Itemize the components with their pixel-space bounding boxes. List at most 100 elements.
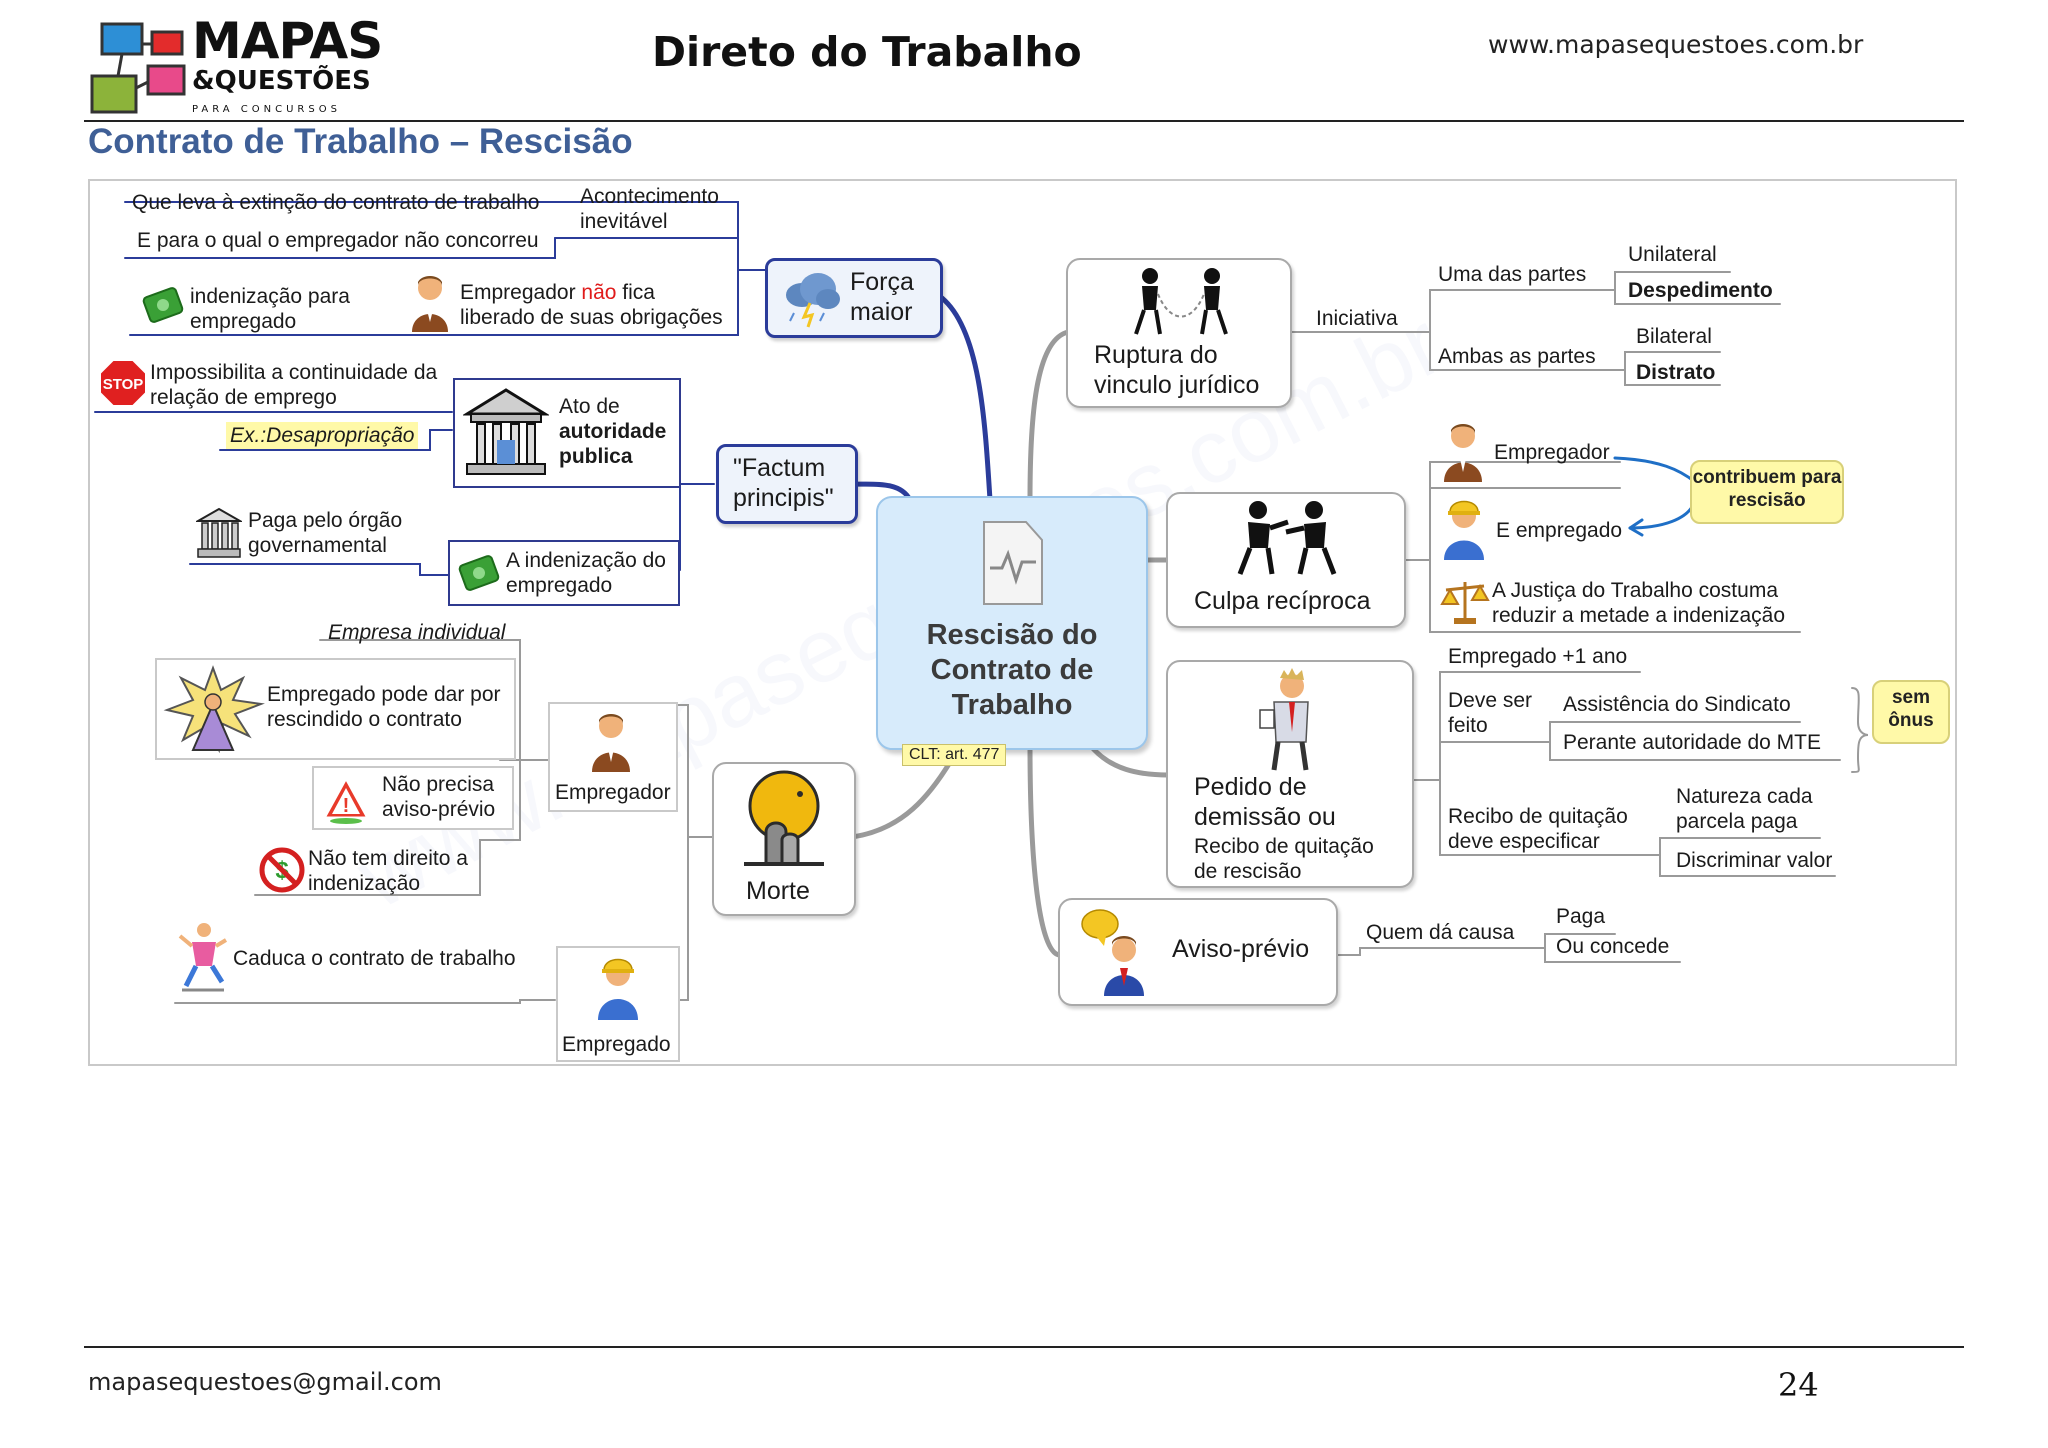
building-icon xyxy=(463,388,549,475)
indenizacao-label: indenização para empregado xyxy=(190,285,350,333)
logo-subtext: &QUESTÕES xyxy=(192,66,371,96)
footer-divider xyxy=(84,1346,1964,1348)
ruptura-node[interactable]: Ruptura do vinculo jurídico xyxy=(1066,258,1292,408)
uma-das-partes-label: Uma das partes xyxy=(1438,263,1587,286)
businessman-icon xyxy=(592,714,630,772)
empregador-morte-box: Empregador xyxy=(548,702,678,812)
clt-tag: CLT: art. 477 xyxy=(902,744,1007,766)
empregador-obrig-label-2: liberado de suas obrigações xyxy=(460,306,723,329)
indenizacao-emp-label: A indenização do empregado xyxy=(506,549,666,597)
nao-concorreu-label: E para o qual o empregador não concorreu xyxy=(137,229,539,252)
paga-orgao-label: Paga pelo órgão governamental xyxy=(248,509,403,557)
ato-label-1: Ato de xyxy=(559,395,620,418)
extincao-label: Que leva à extinção do contrato de traba… xyxy=(132,191,540,214)
logo-tagline: PARA CONCURSOS xyxy=(192,104,341,115)
government-icon xyxy=(196,507,242,558)
ato-label-3: publica xyxy=(559,445,633,468)
impossibilita-label: Impossibilita a continuidade da relação … xyxy=(150,361,438,409)
culpa-label: Culpa recíproca xyxy=(1194,587,1371,615)
empregador-obrig-label: Empregador não fica xyxy=(460,281,655,304)
footer-email[interactable]: mapasequestoes@gmail.com xyxy=(88,1368,442,1396)
paga-label: Paga xyxy=(1556,905,1606,928)
aviso-morte-label: Não precisa aviso-prévio xyxy=(382,773,496,821)
speaking-person-icon xyxy=(1081,909,1144,996)
contribuem-note: contribuem para rescisão xyxy=(1690,460,1844,524)
deve-ser-label: Deve ser feito xyxy=(1448,689,1533,737)
mte-label: Perante autoridade do MTE xyxy=(1563,731,1821,754)
svg-text:!: ! xyxy=(343,795,350,817)
header-divider xyxy=(84,120,1964,122)
morte-label: Morte xyxy=(746,877,810,905)
people-rope-icon xyxy=(1134,268,1228,335)
evento-label: Acontecimento inevitável xyxy=(580,185,719,233)
empregado-morte-box: Empregado xyxy=(556,946,680,1062)
pedido-sublabel: Recibo de quitação de rescisão xyxy=(1194,835,1374,883)
sem-onus-note: sem ônus xyxy=(1872,680,1950,744)
culpa-empregador-label: Empregador xyxy=(1494,441,1610,464)
ato-autoridade-box: Ato de autoridade publica xyxy=(453,378,681,488)
mais-ano-label: Empregado +1 ano xyxy=(1448,645,1628,668)
pode-dar-label: Empregado pode dar por rescindido o cont… xyxy=(267,683,501,731)
stop-icon: STOP xyxy=(99,359,147,407)
businessman-icon xyxy=(1444,424,1482,482)
sindicato-label: Assistência do Sindicato xyxy=(1563,693,1791,716)
explosion-icon xyxy=(163,665,265,754)
indeniz-morte-label: Não tem direito a indenização xyxy=(308,847,468,895)
bilateral-label: Bilateral xyxy=(1636,325,1712,348)
no-money-icon: $ xyxy=(259,847,305,893)
factum-node[interactable]: "Factum principis" xyxy=(716,444,858,524)
culpa-empregado-label: E empregado xyxy=(1496,519,1623,542)
ambas-label: Ambas as partes xyxy=(1438,345,1596,368)
morte-node[interactable]: Morte xyxy=(712,762,856,916)
caduca-label: Caduca o contrato de trabalho xyxy=(233,947,516,970)
empregado-morte-label: Empregado xyxy=(562,1033,671,1056)
logo-icon xyxy=(90,22,186,114)
pedido-label: Pedido de demissão ou xyxy=(1194,773,1336,831)
site-url[interactable]: www.mapasequestoes.com.br xyxy=(1488,30,1864,59)
worker-icon xyxy=(1444,500,1484,560)
ruptura-label: Ruptura do vinculo jurídico xyxy=(1094,341,1260,399)
ato-label-2: autoridade xyxy=(559,420,667,443)
death-icon xyxy=(744,770,824,866)
discriminar-label: Discriminar valor xyxy=(1676,849,1833,872)
quem-label: Quem dá causa xyxy=(1366,921,1515,944)
natureza-label: Natureza cada parcela paga xyxy=(1676,785,1813,833)
logo: MAPAS &QUESTÕES PARA CONCURSOS xyxy=(88,12,388,118)
culpa-node[interactable]: Culpa recíproca xyxy=(1166,492,1406,628)
aviso-node[interactable]: Aviso-prévio xyxy=(1058,898,1338,1006)
center-node[interactable]: Rescisão do Contrato de Trabalho xyxy=(876,496,1148,750)
empregador-morte-label: Empregador xyxy=(555,781,671,804)
worker-icon xyxy=(598,958,638,1020)
svg-text:STOP: STOP xyxy=(103,376,144,393)
money-icon xyxy=(142,287,184,323)
factum-label: "Factum principis" xyxy=(733,454,834,512)
document-icon xyxy=(983,521,1043,605)
resigning-man-icon xyxy=(1259,668,1309,771)
aviso-morte-box: ! Não precisa aviso-prévio xyxy=(312,766,514,830)
storm-cloud-icon xyxy=(786,273,840,328)
section-title: Contrato de Trabalho – Rescisão xyxy=(88,122,633,161)
iniciativa-label: Iniciativa xyxy=(1316,307,1398,330)
money-icon xyxy=(458,555,500,591)
logo-text: MAPAS xyxy=(192,12,383,70)
justica-label: A Justiça do Trabalho costuma reduzir a … xyxy=(1492,579,1786,627)
unilateral-label: Unilateral xyxy=(1628,243,1717,266)
page-number: 24 xyxy=(1778,1366,1819,1404)
pedido-node[interactable]: Pedido de demissão ou Recibo de quitação… xyxy=(1166,660,1414,888)
center-label: Rescisão do Contrato de Trabalho xyxy=(926,619,1098,721)
concede-label: Ou concede xyxy=(1556,935,1670,958)
recibo-label: Recibo de quitação deve especificar xyxy=(1448,805,1628,853)
empresa-individual-label: Empresa individual xyxy=(328,621,506,644)
businessman-icon xyxy=(412,276,448,332)
aviso-label: Aviso-prévio xyxy=(1172,935,1310,963)
exemplo-label: Ex.:Desapropriação xyxy=(226,422,419,449)
fighting-people-icon xyxy=(1237,501,1337,575)
forca-maior-label: Força maior xyxy=(850,268,914,326)
despedimento-label: Despedimento xyxy=(1628,279,1773,302)
pode-dar-box: Empregado pode dar por rescindido o cont… xyxy=(155,658,516,760)
scales-icon xyxy=(1440,582,1490,624)
indenizacao-emp-box: A indenização do empregado xyxy=(448,540,680,606)
page-title: Direto do Trabalho xyxy=(652,28,1082,76)
distrato-label: Distrato xyxy=(1636,361,1716,384)
forca-maior-node[interactable]: Força maior xyxy=(765,258,943,338)
